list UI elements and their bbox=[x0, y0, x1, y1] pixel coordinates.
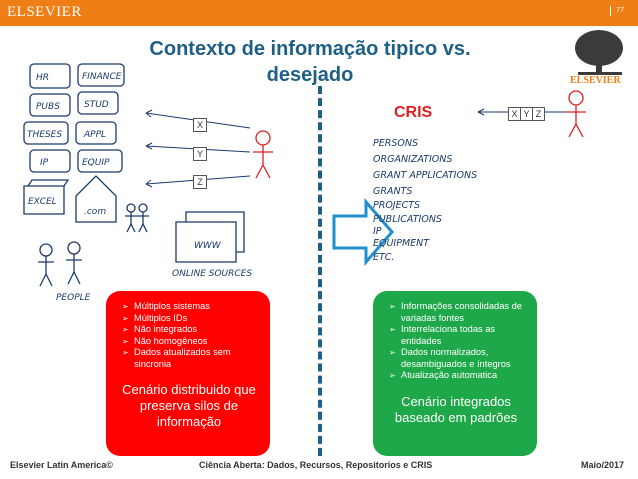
footer-right: Maio/2017 bbox=[580, 460, 624, 470]
elsevier-tree-logo-icon bbox=[575, 30, 623, 75]
elsevier-logo-text: ELSEVIER bbox=[7, 4, 82, 20]
cris-entity-equipment: EQUIPMENT bbox=[373, 238, 430, 249]
bullet-item: Dados atualizados sem sincronia bbox=[122, 347, 256, 370]
bullet-item: Não integrados bbox=[122, 324, 256, 336]
desired-scenario-panel: Informações consolidadas de variadas fon… bbox=[373, 291, 537, 456]
cris-title: CRIS bbox=[394, 104, 433, 121]
silo-label-pubs: PUBS bbox=[36, 102, 60, 112]
cris-entity-publications: PUBLICATIONS bbox=[373, 214, 442, 225]
online-screen-2 bbox=[175, 221, 237, 263]
silo-pubs bbox=[29, 93, 71, 117]
cris-entity-persons: PERSONS bbox=[373, 138, 418, 149]
online-label-sources: ONLINE SOURCES bbox=[172, 269, 252, 279]
cris-entity-ip: IP bbox=[373, 226, 382, 237]
silo-appl bbox=[75, 121, 117, 145]
box-z-left: Z bbox=[193, 175, 207, 189]
box-z-right: Z bbox=[532, 107, 545, 121]
online-label-www: WWW bbox=[194, 241, 222, 251]
silo-label-theses: THESES bbox=[27, 130, 62, 140]
silo-label-equip: EQUIP bbox=[82, 158, 110, 168]
silo-label-ip: IP bbox=[40, 158, 49, 168]
silo-label-stud: STUD bbox=[84, 100, 109, 110]
box-x-left: X bbox=[193, 118, 207, 132]
bullet-item: Atualização automatica bbox=[389, 370, 523, 382]
silo-stud bbox=[77, 91, 119, 115]
current-scenario-panel: Múltiplos sistemas Múltiplos IDs Não int… bbox=[106, 291, 270, 456]
cris-entity-etc: ETC. bbox=[373, 252, 394, 263]
bullet-item: Informações consolidadas de variadas fon… bbox=[389, 301, 523, 324]
footer-center: Ciência Aberta: Dados, Recursos, Reposit… bbox=[199, 460, 433, 470]
elsevier-logo-right: ELSEVIER bbox=[570, 75, 621, 86]
silo-hr bbox=[29, 63, 71, 89]
silo-theses bbox=[23, 121, 69, 145]
silo-label-hr: HR bbox=[36, 73, 49, 83]
silo-label-finance: FINANCE bbox=[82, 72, 122, 82]
footer-left: Elsevier Latin America© bbox=[10, 460, 113, 470]
desired-scenario-caption: Cenário integrados baseado em padrões bbox=[394, 393, 518, 425]
current-scenario-caption: Cenário distribuido que preserva silos d… bbox=[122, 382, 256, 429]
header-bar: ELSEVIER 77 bbox=[0, 0, 638, 26]
page-number-separator bbox=[610, 6, 611, 16]
center-divider bbox=[318, 86, 322, 456]
box-y-left: Y bbox=[193, 147, 207, 161]
bullet-item: Múltiplos sistemas bbox=[122, 301, 256, 313]
cris-entity-projects: PROJECTS bbox=[373, 200, 420, 211]
bullet-item: Dados normalizados, desambiguados e ínte… bbox=[389, 347, 523, 370]
silo-finance bbox=[77, 63, 125, 87]
cris-entity-grant-applications: GRANT APPLICATIONS bbox=[373, 170, 477, 181]
silo-com-house bbox=[75, 175, 117, 223]
silo-label-com: .com bbox=[84, 207, 106, 217]
bullet-item: Interrelaciona todas as entidades bbox=[389, 324, 523, 347]
silo-label-appl: APPL bbox=[83, 130, 106, 140]
bullet-item: Múltiplos IDs bbox=[122, 313, 256, 325]
desired-scenario-bullets: Informações consolidadas de variadas fon… bbox=[389, 301, 523, 382]
slide-title: Contexto de informação tipico vs. deseja… bbox=[120, 36, 500, 88]
silo-label-excel: EXCEL bbox=[28, 197, 57, 207]
transition-arrow-icon bbox=[332, 197, 394, 267]
cris-entity-organizations: ORGANIZATIONS bbox=[373, 154, 452, 165]
slide-title-line1: Contexto de informação tipico vs. bbox=[149, 38, 471, 60]
silo-excel bbox=[23, 179, 70, 215]
page-number: 77 bbox=[616, 7, 624, 14]
silo-ip bbox=[29, 149, 71, 173]
bullet-item: Não homogêneos bbox=[122, 336, 256, 348]
slide-title-line2: desejado bbox=[266, 64, 354, 86]
silo-equip bbox=[77, 149, 123, 173]
people-label: PEOPLE bbox=[56, 293, 91, 303]
current-scenario-bullets: Múltiplos sistemas Múltiplos IDs Não int… bbox=[122, 301, 256, 370]
cris-entity-grants: GRANTS bbox=[373, 186, 412, 197]
